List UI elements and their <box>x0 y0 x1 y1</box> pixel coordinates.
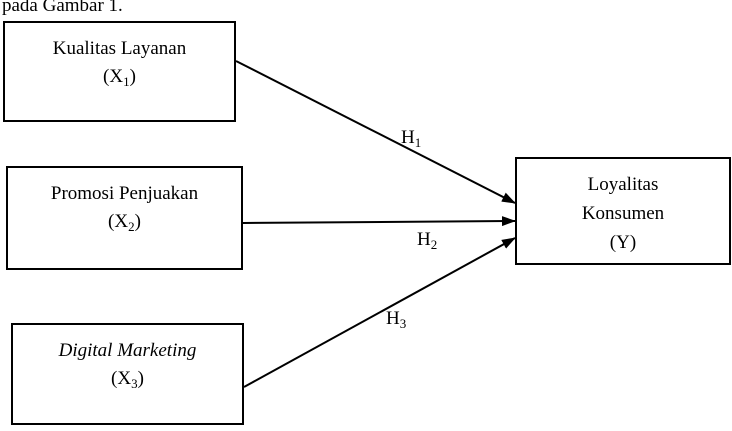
node-loyalitas-konsumen: Loyalitas Konsumen (Y) <box>515 157 731 265</box>
node-loyalitas-konsumen-line2: Konsumen <box>581 203 665 224</box>
arrow-h3 <box>243 237 516 388</box>
node-digital-marketing: Digital Marketing (X3) <box>11 323 244 425</box>
figure-caption: pada Gambar 1. <box>2 0 123 16</box>
node-digital-marketing-symbol: (X3) <box>111 368 144 391</box>
node-kualitas-layanan-symbol: (X1) <box>103 66 136 89</box>
arrow-h2 <box>242 216 516 227</box>
hypothesis-h3-label: H3 <box>386 308 407 331</box>
node-promosi-penjuakan-name: Promosi Penjuakan <box>50 183 199 204</box>
hypothesis-h2-label: H2 <box>417 229 438 252</box>
node-kualitas-layanan-name: Kualitas Layanan <box>52 38 187 59</box>
hypothesis-h1-label: H1 <box>401 127 422 150</box>
node-loyalitas-konsumen-symbol: (Y) <box>609 232 637 253</box>
node-promosi-penjuakan: Promosi Penjuakan (X2) <box>6 166 243 270</box>
node-loyalitas-konsumen-line1: Loyalitas <box>587 174 659 195</box>
node-digital-marketing-name: Digital Marketing <box>58 340 197 361</box>
node-promosi-penjuakan-symbol: (X2) <box>108 211 141 234</box>
arrow-h1 <box>235 60 516 204</box>
node-kualitas-layanan: Kualitas Layanan (X1) <box>3 21 236 122</box>
